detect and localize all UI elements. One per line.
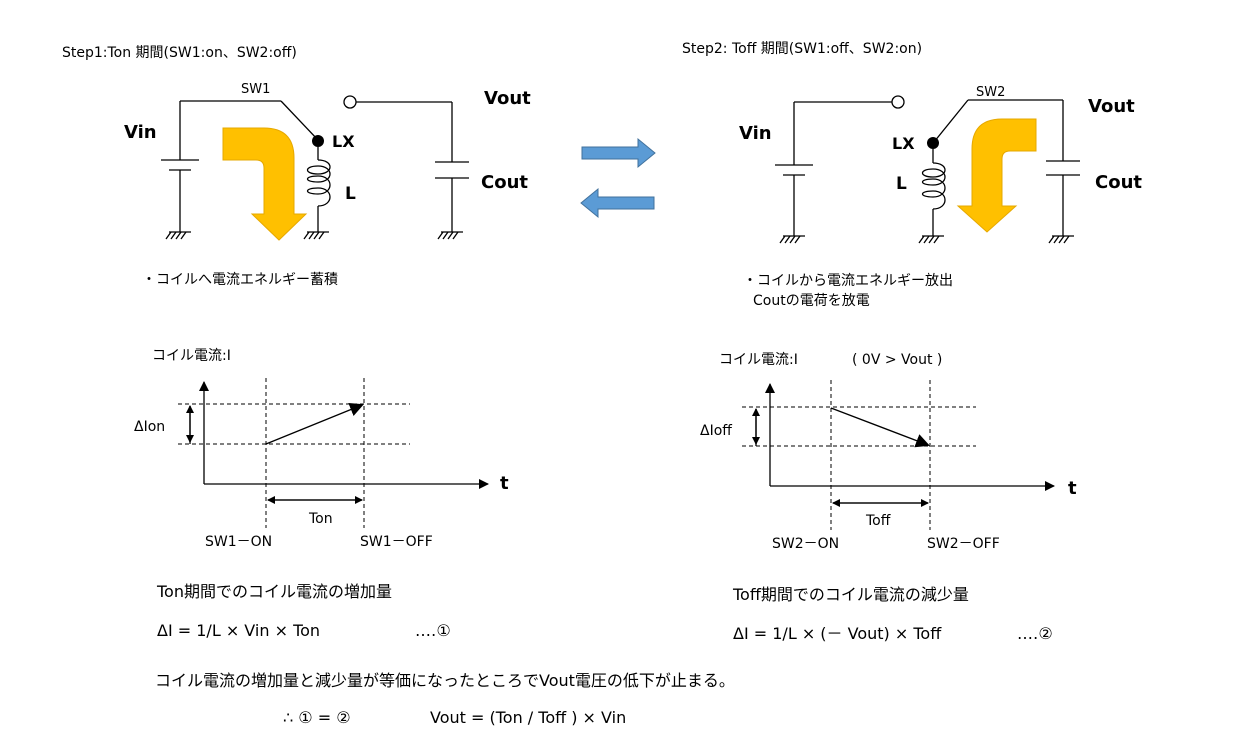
step2-graph — [742, 380, 1055, 530]
step1-cout-label: Cout — [481, 172, 528, 193]
step1-graph-t: t — [500, 473, 509, 494]
step2-graph-end: SW2－OFF — [927, 536, 1000, 552]
step2-lx-label: LX — [892, 134, 915, 153]
step2-formula: ΔI = 1/L × (－ Vout) × Toff — [733, 624, 942, 643]
inductor-icon — [306, 159, 331, 207]
step1-formula: ΔI = 1/L × Vin × Ton — [157, 621, 320, 640]
step1-lx-label: LX — [332, 132, 355, 151]
current-fall-line — [830, 407, 930, 448]
step2-note2: Coutの電荷を放電 — [753, 293, 870, 309]
step2-graph-period: Toff — [865, 513, 891, 529]
conclusion-text: コイル電流の増加量と減少量が等価になったところでVout電圧の低下が止まる。 — [155, 671, 735, 690]
result-formula: Vout = (Ton / Toff ) × Vin — [430, 708, 626, 727]
step1-graph-period: Ton — [308, 511, 333, 527]
current-flow-arrow-icon — [222, 127, 308, 241]
step1-formula-no: ‥‥① — [415, 621, 451, 640]
step2-cout-label: Cout — [1095, 172, 1142, 193]
step2-heading: Toff期間でのコイル電流の減少量 — [732, 585, 969, 604]
forward-arrow-icon — [581, 137, 656, 169]
lx-node-icon — [312, 135, 324, 147]
step1-graph — [178, 378, 489, 528]
ground-icon — [303, 231, 329, 240]
step1-vout-label: Vout — [484, 88, 531, 109]
step1-heading: Ton期間でのコイル電流の増加量 — [156, 582, 392, 601]
step1-note: ・コイルへ電流エネルギー蓄積 — [142, 272, 338, 288]
lx-node-icon — [927, 137, 939, 149]
step2-l-label: L — [896, 174, 907, 194]
ground-icon — [437, 231, 463, 240]
result-equation: ∴ ① = ② — [283, 708, 351, 727]
step2-graph-delta: ΔIoff — [700, 423, 732, 439]
step2-graph-condition: ( 0V > Vout ) — [852, 352, 942, 368]
current-rise-line — [265, 403, 364, 445]
step2-graph-start: SW2－ON — [772, 536, 839, 552]
ground-icon — [918, 235, 944, 244]
step1-l-label: L — [345, 184, 356, 204]
step1-graph-delta: ΔIon — [134, 419, 165, 435]
ground-icon — [1048, 235, 1074, 244]
step1-graph-end: SW1－OFF — [360, 534, 433, 550]
step2-note1: ・コイルから電流エネルギー放出 — [743, 273, 953, 289]
step1-graph-ylabel: コイル電流:I — [152, 348, 231, 364]
inductor-icon — [921, 162, 946, 210]
ground-icon — [165, 231, 191, 240]
step2-sw-label: SW2 — [976, 85, 1005, 100]
step1-sw-label: SW1 — [241, 82, 270, 97]
step1-graph-start: SW1－ON — [205, 534, 272, 550]
step2-graph-t: t — [1068, 478, 1077, 499]
step1-vin-label: Vin — [124, 122, 157, 143]
backward-arrow-icon — [580, 187, 655, 219]
switch-terminal-icon — [343, 95, 357, 109]
step1-circuit — [161, 95, 469, 241]
step2-graph-ylabel: コイル電流:I — [719, 352, 798, 368]
step2-vout-label: Vout — [1088, 96, 1135, 117]
step2-vin-label: Vin — [739, 123, 772, 144]
ground-icon — [779, 235, 805, 244]
step2-formula-no: ‥‥② — [1017, 624, 1053, 643]
switch-terminal-icon — [891, 95, 905, 109]
step2-title: Step2: Toff 期間(SW1:off、SW2:on) — [682, 41, 922, 57]
step1-title: Step1:Ton 期間(SW1:on、SW2:off) — [62, 45, 297, 61]
current-flow-arrow-icon — [956, 118, 1037, 233]
step2-circuit — [775, 95, 1080, 244]
